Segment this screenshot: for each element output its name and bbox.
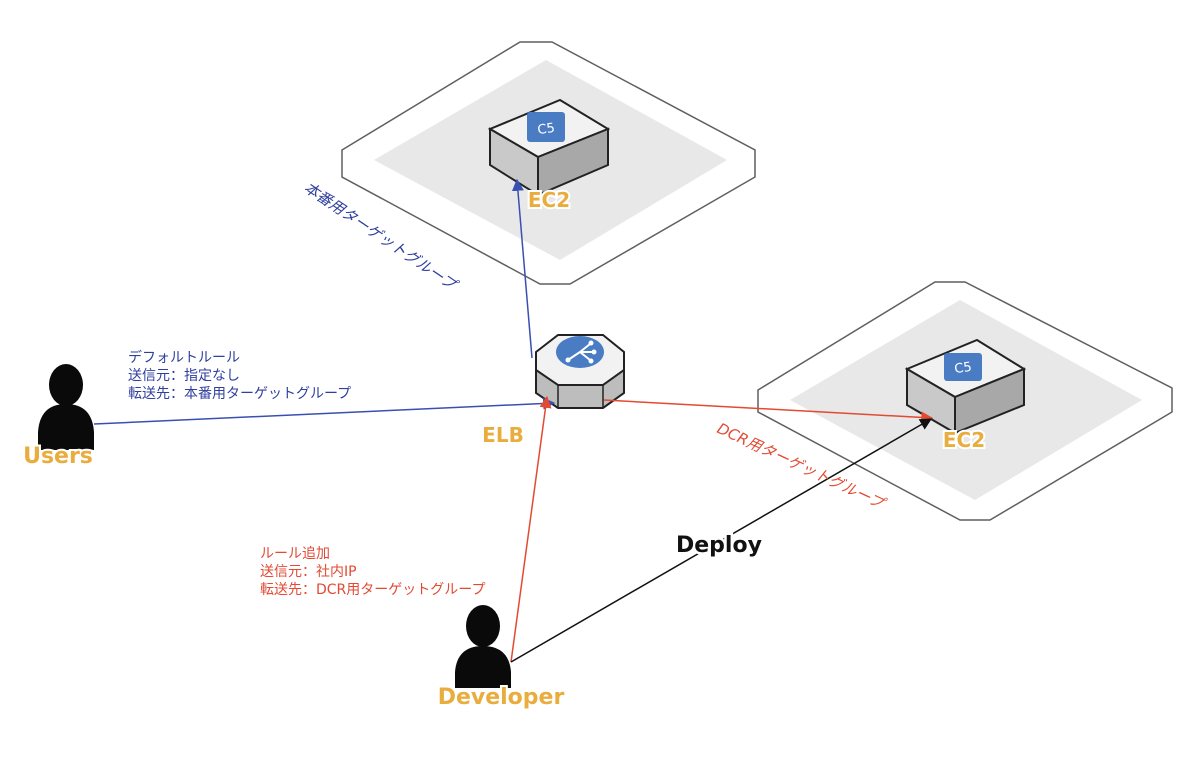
edge-elb-to-dcr-ec2 bbox=[603, 399, 934, 424]
added-rule-line: ルール追加 bbox=[260, 546, 330, 562]
developer-icon[interactable] bbox=[455, 605, 511, 688]
ec2-production-label: EC2 bbox=[528, 188, 570, 212]
elb-label: ELB bbox=[482, 423, 524, 447]
deploy-label: Deploy bbox=[676, 533, 762, 558]
added-rule-line: 転送先：DCR用ターゲットグループ bbox=[260, 582, 485, 598]
developer-label: Developer bbox=[438, 685, 565, 710]
instance-type-label: C5 bbox=[537, 121, 556, 138]
edge-developer-to-elb bbox=[510, 395, 552, 663]
ec2-dcr-instance[interactable]: C5 bbox=[904, 338, 1027, 435]
edge-users-to-elb bbox=[93, 397, 556, 425]
default-rule-line: 転送先：本番用ターゲットグループ bbox=[128, 386, 351, 402]
instance-type-label: C5 bbox=[953, 360, 972, 377]
edge-elb-to-production-ec2 bbox=[511, 178, 533, 359]
default-rule-text: デフォルトルール 送信元：指定なし 転送先：本番用ターゲットグループ bbox=[128, 349, 351, 402]
elb-node[interactable] bbox=[535, 334, 625, 409]
ec2-production-instance[interactable]: C5 bbox=[487, 98, 611, 197]
edge-developer-deploy bbox=[510, 418, 933, 663]
instance-type-chip bbox=[527, 112, 565, 142]
users-label: Users bbox=[23, 444, 93, 469]
default-rule-line: 送信元：指定なし bbox=[128, 368, 240, 384]
ec2-dcr-label: EC2 bbox=[943, 428, 985, 452]
default-rule-line: デフォルトルール bbox=[128, 349, 240, 366]
users-icon[interactable] bbox=[38, 364, 94, 450]
instance-type-chip bbox=[944, 353, 982, 381]
added-rule-text: ルール追加 送信元：社内IP 転送先：DCR用ターゲットグループ bbox=[260, 546, 485, 598]
added-rule-line: 送信元：社内IP bbox=[260, 564, 357, 580]
